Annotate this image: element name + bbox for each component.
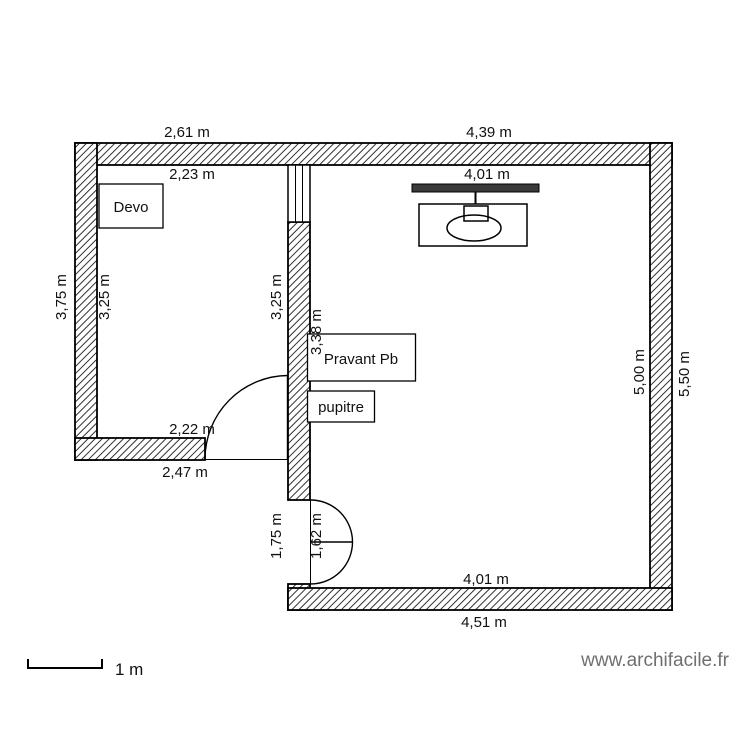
dim-bottom-inner-left: 2,22 m	[169, 421, 215, 438]
dim-bottom-inner-right: 4,01 m	[463, 571, 509, 588]
screen-bar	[411, 183, 540, 193]
door-left-room[interactable]	[204, 374, 289, 460]
screen-mount-box	[463, 205, 489, 222]
furniture-desk-screen[interactable]	[411, 183, 540, 247]
window-frame	[287, 164, 311, 223]
devo-label: Devo	[113, 199, 148, 216]
door-swing-arc	[204, 374, 288, 460]
wall-divider-upper	[287, 221, 311, 501]
chair-ellipse	[446, 214, 502, 242]
dim-divider-door-opening: 1,62 m	[308, 513, 325, 559]
dim-bottom-outer-right: 4,51 m	[461, 614, 507, 631]
furniture-devo[interactable]: Devo	[98, 183, 164, 229]
dim-divider-lower-left: 1,75 m	[268, 513, 285, 559]
dim-right-inner: 5,00 m	[631, 349, 648, 395]
devo-box	[98, 183, 164, 229]
dim-left-inner: 3,25 m	[96, 274, 113, 320]
dim-divider-left-face: 3,25 m	[268, 274, 285, 320]
window-divider[interactable]	[287, 164, 311, 223]
pupitre-label: pupitre	[318, 399, 364, 416]
dim-bottom-outer-left: 2,47 m	[162, 464, 208, 481]
dim-divider-right-face: 3,38 m	[308, 309, 325, 355]
pravant-box	[306, 333, 417, 382]
wall-bottom-left-room	[74, 437, 206, 461]
furniture-pravant[interactable]: Pravant Pb	[306, 333, 417, 382]
dim-top-inner-left: 2,23 m	[169, 166, 215, 183]
scale-bar-line	[27, 659, 103, 669]
dim-top-outer-left: 2,61 m	[164, 124, 210, 141]
dim-top-outer-right: 4,39 m	[466, 124, 512, 141]
archifacile-website-link[interactable]: www.archifacile.fr	[580, 650, 729, 671]
scale-bar-label: 1 m	[115, 660, 143, 679]
wall-bottom-right-room	[287, 587, 673, 611]
dim-right-outer: 5,50 m	[676, 351, 693, 397]
furniture-pupitre[interactable]: pupitre	[306, 390, 376, 423]
dim-top-inner-right: 4,01 m	[464, 166, 510, 183]
pupitre-box	[306, 390, 376, 423]
wall-right	[649, 142, 673, 611]
pravant-label: Pravant Pb	[324, 351, 398, 368]
door-divider-wall[interactable]	[310, 499, 354, 585]
dim-left-outer: 3,75 m	[53, 274, 70, 320]
wall-left	[74, 142, 98, 461]
scale-bar: 1 m	[27, 659, 143, 679]
wall-top	[74, 142, 673, 166]
